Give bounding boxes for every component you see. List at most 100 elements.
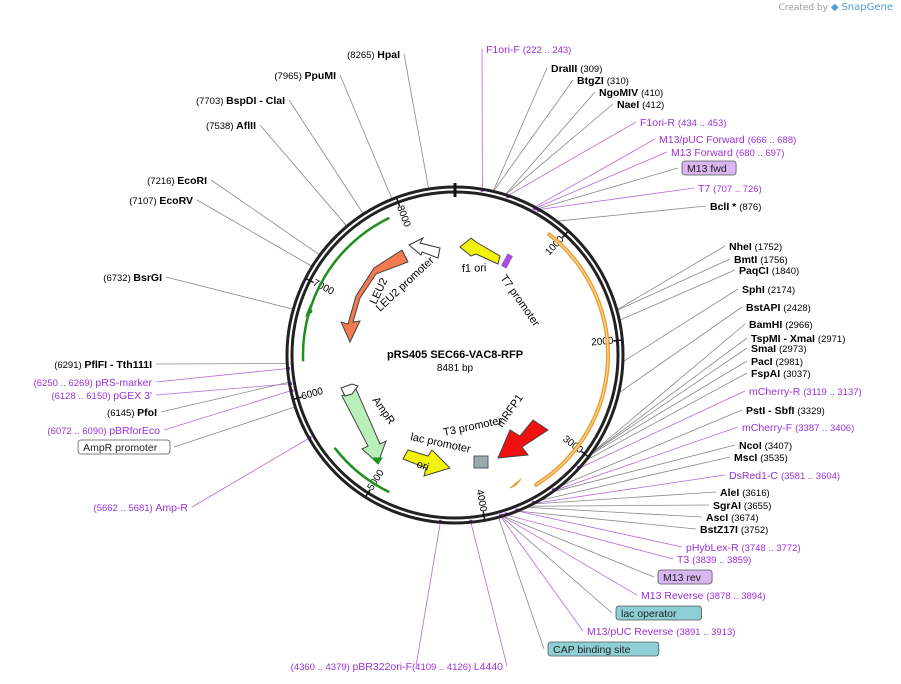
label-name: BspDI - ClaI xyxy=(226,95,285,107)
label-name: NcoI xyxy=(739,440,765,452)
tick-mark xyxy=(580,450,589,457)
label-text: BstAPI (2428) xyxy=(746,302,811,314)
label-name: mCherry-F xyxy=(742,422,795,434)
map-label-bsrgi[interactable]: (6732) BsrGI xyxy=(103,272,162,284)
map-label-phyblex-r[interactable]: pHybLex-R (3748 .. 3772) xyxy=(686,542,801,554)
map-label-nhei[interactable]: NheI (1752) xyxy=(729,241,782,253)
leader-line xyxy=(616,245,726,311)
map-label-m13-puc-forward[interactable]: M13/pUC Forward (666 .. 688) xyxy=(659,134,796,146)
map-label-dsred1-c[interactable]: DsRed1-C (3581 .. 3604) xyxy=(729,470,840,482)
tick-mark xyxy=(306,278,314,284)
map-label-ppumi[interactable]: (7965) PpuMI xyxy=(274,70,336,82)
tick-mark xyxy=(396,198,401,207)
ampr-region-arrowhead[interactable] xyxy=(370,457,383,465)
map-label-bstapi[interactable]: BstAPI (2428) xyxy=(746,302,811,314)
map-label-psti-sbfi[interactable]: PstI - SbfI (3329) xyxy=(746,405,825,417)
map-label-pfoi[interactable]: (6145) PfoI xyxy=(107,407,157,419)
map-label-ecorv[interactable]: (7107) EcoRV xyxy=(129,195,193,207)
map-label-pgex-3-[interactable]: (6128 .. 6150) pGEX 3' xyxy=(51,390,152,402)
tick-mark xyxy=(293,396,302,400)
map-label-bcli-[interactable]: BclI * (876) xyxy=(710,201,761,213)
map-label-pbrforeco[interactable]: (6072 .. 6090) pBRforEco xyxy=(47,425,160,437)
label-name: BmtI xyxy=(734,254,760,266)
map-label-m13-puc-reverse[interactable]: M13/pUC Reverse (3891 .. 3913) xyxy=(587,626,735,638)
label-position: (3387 .. 3406) xyxy=(795,423,854,434)
tick-mark xyxy=(613,339,622,342)
map-label-f1ori-f[interactable]: F1ori-F (222 .. 243) xyxy=(486,44,571,56)
label-text: MscI (3535) xyxy=(734,452,788,464)
leader-line xyxy=(578,390,746,469)
map-label-m13-forward[interactable]: M13 Forward (680 .. 697) xyxy=(671,147,784,159)
label-name: Amp-R xyxy=(155,502,188,514)
label-name: DsRed1-C xyxy=(729,470,781,482)
map-center: pRS405 SEC66-VAC8-RFP 8481 bp xyxy=(387,349,523,374)
map-label-paqci[interactable]: PaqCI (1840) xyxy=(739,265,799,277)
map-label-lac-operator[interactable]: lac operator xyxy=(615,605,702,621)
map-label-m13-rev[interactable]: M13 rev xyxy=(657,569,713,585)
map-label-cap-binding-site[interactable]: CAP binding site xyxy=(547,641,660,657)
map-label-l4440[interactable]: (4109 .. 4126) L4440 xyxy=(412,661,503,673)
map-label-bmti[interactable]: BmtI (1756) xyxy=(734,254,788,266)
map-label-btgzi[interactable]: BtgZI (310) xyxy=(577,75,629,87)
map-label-mcherry-r[interactable]: mCherry-R (3119 .. 3137) xyxy=(749,386,862,398)
map-label-smai[interactable]: SmaI (2973) xyxy=(751,343,806,355)
label-name: BtgZI xyxy=(577,75,607,87)
map-label-msci[interactable]: MscI (3535) xyxy=(734,452,788,464)
map-label-paci[interactable]: PacI (2981) xyxy=(751,356,803,368)
map-label-ampr-promoter[interactable]: AmpR promoter xyxy=(77,439,171,455)
label-text: BclI * (876) xyxy=(710,201,761,213)
map-label-m13-fwd[interactable]: M13 fwd xyxy=(681,160,737,176)
map-label-m13-reverse[interactable]: M13 Reverse (3878 .. 3894) xyxy=(641,590,766,602)
map-label-amp-r[interactable]: (5662 .. 5681) Amp-R xyxy=(94,502,189,514)
label-text: (8265) HpaI xyxy=(347,49,400,61)
label-name: PaqCI xyxy=(739,265,772,277)
map-label-aflii[interactable]: (7538) AflII xyxy=(206,120,256,132)
mrfp1-arrow[interactable] xyxy=(497,419,549,459)
map-label-ngomiv[interactable]: NgoMIV (410) xyxy=(599,87,663,99)
leader-line xyxy=(585,372,748,461)
label-position: (3037) xyxy=(783,369,810,380)
leu2-arrow[interactable] xyxy=(340,249,409,344)
map-label-t3[interactable]: T3 (3839 .. 3859) xyxy=(677,554,751,566)
map-label-f1ori-r[interactable]: F1ori-R (434 .. 453) xyxy=(640,117,727,129)
map-label-bamhi[interactable]: BamHI (2966) xyxy=(749,319,813,331)
map-label-bstz17i[interactable]: BstZ17I (3752) xyxy=(700,524,768,536)
map-label-ecori[interactable]: (7216) EcoRI xyxy=(147,175,207,187)
ampr-arrow[interactable] xyxy=(341,388,387,464)
ori-arrow[interactable] xyxy=(402,449,451,477)
map-label-pflfi-tth111i[interactable]: (6291) PflFI - Tth111I xyxy=(54,359,152,371)
label-text: (6128 .. 6150) pGEX 3' xyxy=(51,390,152,402)
leu2-region-arrowhead[interactable] xyxy=(304,304,313,318)
map-label-sphi[interactable]: SphI (2174) xyxy=(742,284,795,296)
map-label-ncoi[interactable]: NcoI (3407) xyxy=(739,440,792,452)
map-label-t7[interactable]: T7 (707 .. 726) xyxy=(698,183,762,195)
leu2-promoter-arrow[interactable] xyxy=(408,236,441,259)
feature-box-text: lac operator xyxy=(621,608,677,620)
map-label-mcherry-f[interactable]: mCherry-F (3387 .. 3406) xyxy=(742,422,854,434)
map-label-sgrai[interactable]: SgrAI (3655) xyxy=(713,500,771,512)
label-position: (7538) xyxy=(206,121,236,132)
site-labels[interactable]: (8265) HpaI (7965) PpuMI (7703) BspDI - Cl… xyxy=(34,44,862,673)
leader-line xyxy=(507,121,637,196)
f1-ori-arrow[interactable] xyxy=(459,237,501,265)
map-label-tspmi-xmai[interactable]: TspMI - XmaI (2971) xyxy=(751,333,845,345)
map-label-alei[interactable]: AleI (3616) xyxy=(720,487,770,499)
tick-label: 8000 xyxy=(394,204,412,229)
map-label-draiii[interactable]: DraIII (309) xyxy=(551,63,602,75)
label-name: NgoMIV xyxy=(599,87,641,99)
t3-promoter-label: T3 promoter xyxy=(442,415,503,439)
label-name: F1ori-R xyxy=(640,117,678,129)
map-label-fspai[interactable]: FspAI (3037) xyxy=(751,368,811,380)
map-label-naei[interactable]: NaeI (412) xyxy=(617,99,664,111)
label-text: F1ori-F (222 .. 243) xyxy=(486,44,571,56)
map-label-bspdi-clai[interactable]: (7703) BspDI - ClaI xyxy=(196,95,285,107)
map-label-hpai[interactable]: (8265) HpaI xyxy=(347,49,400,61)
map-label-prs-marker[interactable]: (6250 .. 6269) pRS-marker xyxy=(34,377,153,389)
rfp-region-arrowhead[interactable] xyxy=(509,478,522,489)
leader-line xyxy=(622,288,739,363)
label-name: PfoI xyxy=(137,407,157,419)
label-position: (7216) xyxy=(147,176,177,187)
map-label-asci[interactable]: AscI (3674) xyxy=(706,512,759,524)
map-label-pbr322ori-f[interactable]: (4360 .. 4379) pBR322ori-F xyxy=(291,661,412,673)
ampr-promoter-arrow[interactable] xyxy=(340,383,359,397)
